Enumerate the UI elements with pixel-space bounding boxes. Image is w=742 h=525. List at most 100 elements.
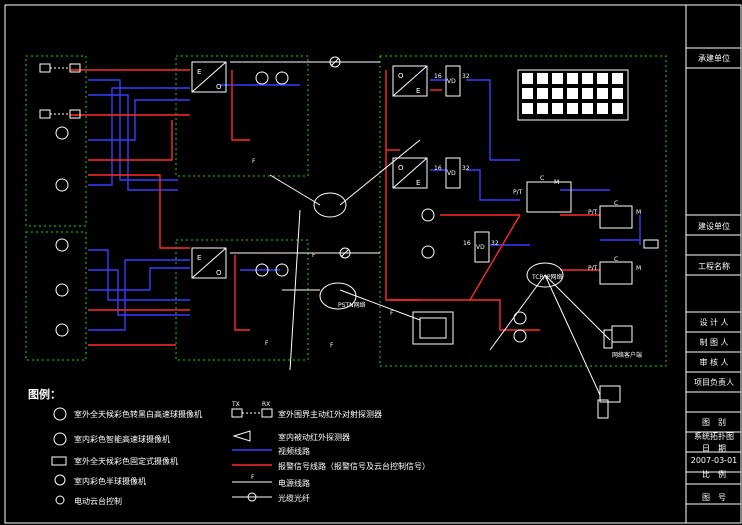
wall-monitor	[597, 103, 608, 114]
svg-text:P/T: P/T	[513, 189, 523, 196]
main-monitor	[412, 311, 454, 345]
wall-monitor	[552, 103, 563, 114]
legend-item-ir-beam: 室外围界主动红外对射探测器	[278, 410, 382, 419]
network-clouds	[313, 192, 564, 310]
legend-line-letters: F	[251, 474, 255, 481]
camera-icon	[255, 71, 269, 85]
camera-icon	[55, 323, 69, 337]
video-lines	[88, 79, 641, 331]
wall-monitor	[522, 103, 533, 114]
tb-designer: 设 计 人	[699, 318, 729, 327]
tb-date-label: 日 期	[702, 444, 726, 453]
wall-monitor	[567, 73, 578, 84]
svg-text:32: 32	[462, 165, 470, 172]
tb-drafter: 制 图 人	[699, 338, 729, 347]
tb-project-name: 工程名称	[698, 262, 730, 271]
wall-monitor	[537, 88, 548, 99]
f-label-3: F	[330, 342, 334, 349]
legend-ir-rx: RX	[262, 401, 271, 408]
wall-monitor	[597, 73, 608, 84]
svg-text:E: E	[197, 254, 201, 262]
legend-item-fixed-camera: 室外全天候彩色固定式摄像机	[74, 457, 178, 466]
camera-icon	[421, 208, 435, 222]
alarm-lines	[70, 69, 600, 346]
decoders	[599, 205, 659, 285]
svg-text:C: C	[614, 256, 618, 263]
converter-letters: E O E O O E O E	[197, 68, 420, 277]
wall-monitor	[552, 73, 563, 84]
svg-text:E: E	[416, 87, 420, 95]
wall-monitor	[537, 103, 548, 114]
tb-client: 建设单位	[698, 222, 730, 231]
svg-text:M: M	[636, 265, 641, 272]
svg-text:O: O	[216, 83, 222, 91]
camera-icon	[55, 283, 69, 297]
camera-icon	[513, 329, 527, 343]
svg-text:M: M	[636, 209, 641, 216]
f-label-4: F	[390, 310, 394, 317]
svg-text:E: E	[416, 179, 420, 187]
svg-text:O: O	[398, 164, 404, 172]
svg-text:E: E	[197, 68, 201, 76]
tcpip-label: TCP/IP网络	[532, 274, 563, 281]
pstn-label: PSTN网络	[338, 302, 366, 309]
f-label-1: F	[252, 158, 256, 165]
tb-reviewer: 审 核 人	[699, 358, 729, 367]
svg-text:O: O	[398, 72, 404, 80]
svg-text:32: 32	[491, 240, 499, 247]
wall-monitor	[522, 73, 533, 84]
wall-monitor	[582, 103, 593, 114]
pc-label: 网络客户端	[612, 352, 643, 359]
tb-drawing-type-label: 图 别	[702, 418, 726, 427]
client-pcs	[597, 325, 633, 419]
camera-icon	[255, 263, 269, 277]
svg-text:M: M	[554, 179, 559, 186]
legend-item-ptz-indoor: 室内彩色智能高速球摄像机	[74, 435, 170, 444]
tb-project-lead: 项目负责人	[694, 378, 734, 387]
svg-text:16: 16	[463, 240, 471, 247]
legend-item-dome-camera: 室内彩色半球摄像机	[74, 477, 146, 486]
legend-symbols	[51, 407, 273, 505]
wall-monitor	[612, 73, 623, 84]
svg-text:VD: VD	[447, 170, 456, 177]
wall-monitor	[552, 88, 563, 99]
matrix-host	[526, 181, 572, 213]
svg-text:P/T: P/T	[588, 209, 598, 216]
svg-text:16: 16	[434, 165, 442, 172]
wall-monitor	[597, 88, 608, 99]
camera-icon	[275, 71, 289, 85]
svg-text:16: 16	[434, 73, 442, 80]
tb-contractor: 承建单位	[698, 54, 730, 63]
legend-item-ptz-outdoor: 室外全天候彩色转黑白高速球摄像机	[74, 410, 202, 419]
legend-title: 图例：	[28, 388, 61, 401]
ir-detectors	[39, 63, 81, 119]
legend-item-pir: 室内被动红外探测器	[278, 433, 350, 442]
legend-ir-tx: TX	[232, 401, 240, 408]
svg-text:F: F	[251, 474, 255, 481]
camera-icon	[513, 311, 527, 325]
legend-item-power-line: 电源线路	[278, 479, 310, 488]
tb-date-value: 2007-03-01	[690, 456, 738, 465]
svg-text:O: O	[216, 269, 222, 277]
wall-monitor	[612, 103, 623, 114]
camera-icon	[55, 178, 69, 192]
zone-borders	[25, 55, 667, 367]
camera-icon	[421, 245, 435, 259]
camera-icon	[55, 238, 69, 252]
fiber-symbols	[329, 56, 351, 259]
wall-monitor	[522, 88, 533, 99]
tb-drawing-type-value: 系统拓扑图	[694, 432, 734, 441]
optical-converters	[191, 61, 428, 279]
matrix-letters: P/TMC	[513, 175, 559, 196]
wall-monitor	[567, 88, 578, 99]
tb-drawing-no-label: 图 号	[702, 493, 726, 502]
svg-text:C: C	[614, 200, 618, 207]
svg-text:32: 32	[462, 73, 470, 80]
f-label-2: F	[265, 340, 269, 347]
svg-text:VD: VD	[476, 244, 485, 251]
video-wall	[517, 69, 629, 121]
